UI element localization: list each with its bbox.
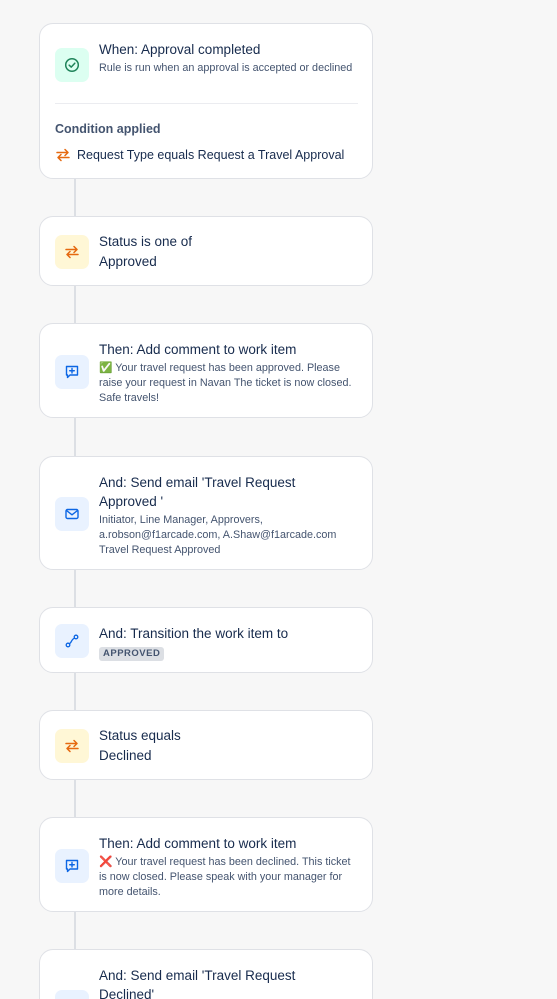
comment-text: Your travel request has been approved. P… xyxy=(99,362,352,404)
comment-title: Then: Add comment to work item xyxy=(99,836,297,851)
branch-icon-box xyxy=(55,729,89,763)
email-action-card-approved[interactable]: And: Send email 'Travel Request Approved… xyxy=(39,456,373,570)
email-title-line2: Declined' xyxy=(99,987,155,999)
comment-action-card-approved[interactable]: Then: Add comment to work item ✅ Your tr… xyxy=(39,323,373,418)
connector-line xyxy=(74,673,76,711)
email-icon-box xyxy=(55,990,89,999)
email-subject: Travel Request Approved xyxy=(99,544,221,556)
check-emoji: ✅ xyxy=(99,362,113,374)
comment-add-icon xyxy=(65,365,79,379)
comment-body: ❌ Your travel request has been declined.… xyxy=(99,855,360,900)
swap-arrows-icon xyxy=(65,245,79,259)
condition-row: Request Type equals Request a Travel App… xyxy=(55,147,344,163)
email-title-line1: And: Send email 'Travel Request xyxy=(99,968,296,983)
transition-icon-box xyxy=(55,624,89,658)
connector-line xyxy=(74,418,76,456)
trigger-card[interactable]: When: Approval completed Rule is run whe… xyxy=(39,23,373,179)
connector-line xyxy=(74,286,76,324)
email-icon-box xyxy=(55,497,89,531)
comment-body: ✅ Your travel request has been approved.… xyxy=(99,361,360,406)
condition-value: Approved xyxy=(99,254,157,269)
swap-arrows-icon xyxy=(65,739,79,753)
email-title-line2: Approved ' xyxy=(99,494,164,509)
condition-title: Status is one of xyxy=(99,234,193,249)
comment-icon-box xyxy=(55,355,89,389)
transition-title: And: Transition the work item to xyxy=(99,626,289,641)
swap-arrows-icon xyxy=(56,148,70,162)
transition-action-card[interactable]: And: Transition the work item to APPROVE… xyxy=(39,607,373,673)
condition-text: Request Type equals Request a Travel App… xyxy=(77,148,345,162)
connector-line xyxy=(74,570,76,608)
check-circle-icon xyxy=(64,57,80,73)
envelope-icon xyxy=(65,508,79,520)
comment-text: Your travel request has been declined. T… xyxy=(99,856,351,898)
branch-icon-box xyxy=(55,235,89,269)
condition-heading: Condition applied xyxy=(55,122,161,136)
transition-icon xyxy=(65,634,79,648)
status-lozenge: APPROVED xyxy=(99,647,165,661)
condition-value: Declined xyxy=(99,748,152,763)
condition-card-approved[interactable]: Status is one of Approved xyxy=(39,216,373,286)
comment-title: Then: Add comment to work item xyxy=(99,342,297,357)
trigger-title: When: Approval completed xyxy=(99,42,261,57)
trigger-icon-box xyxy=(55,48,89,82)
email-action-card-declined[interactable]: And: Send email 'Travel Request Declined… xyxy=(39,949,373,999)
connector-line xyxy=(74,780,76,818)
divider xyxy=(55,103,358,104)
email-recipients-line1: Initiator, Line Manager, Approvers, xyxy=(99,514,263,526)
comment-icon-box xyxy=(55,849,89,883)
email-title-line1: And: Send email 'Travel Request xyxy=(99,475,296,490)
cross-emoji: ❌ xyxy=(99,856,113,868)
condition-title: Status equals xyxy=(99,728,181,743)
connector-line xyxy=(74,912,76,950)
condition-card-declined[interactable]: Status equals Declined xyxy=(39,710,373,780)
trigger-description: Rule is run when an approval is accepted… xyxy=(99,62,353,74)
email-recipients-line2: a.robson@f1arcade.com, A.Shaw@f1arcade.c… xyxy=(99,529,337,541)
comment-action-card-declined[interactable]: Then: Add comment to work item ❌ Your tr… xyxy=(39,817,373,912)
connector-line xyxy=(74,179,76,217)
comment-add-icon xyxy=(65,859,79,873)
